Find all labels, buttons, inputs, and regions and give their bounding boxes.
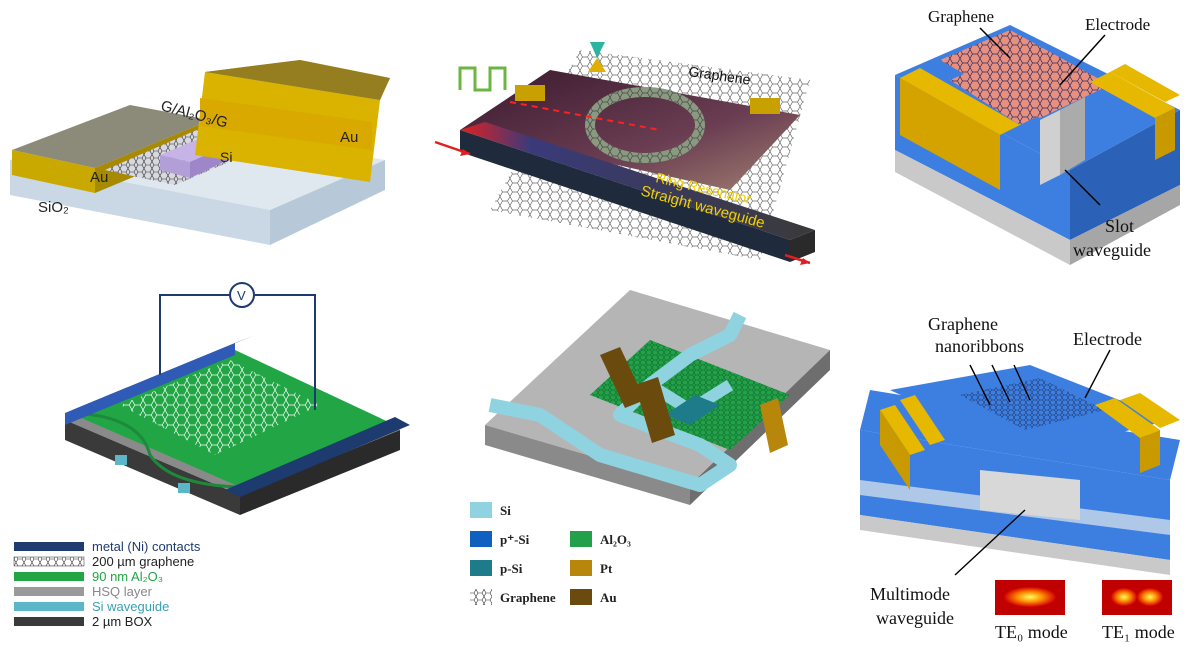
legend-e-graphene: Graphene (500, 590, 556, 605)
legend-d-item-3: 90 nm Al₂O₃ (92, 569, 163, 584)
si-waveguide-2 (178, 483, 190, 493)
panel-e-device-diagram: Si p⁺-Si p-Si Graphene Al₂O₃ Pt Au (470, 290, 830, 605)
right-electrode-pad (750, 98, 780, 114)
graphene-nanoribbons (960, 378, 1105, 430)
legend-d-item-2: 200 µm graphene (92, 554, 194, 569)
panel-c-device-diagram: Graphene Electrode Slot waveguide (895, 7, 1180, 265)
label-electrode: Electrode (1073, 329, 1142, 349)
voltmeter-label: V (237, 288, 246, 303)
legend-d-item-1: metal (Ni) contacts (92, 539, 201, 554)
legend-d-item-5: Si waveguide (92, 599, 169, 614)
left-electrode (900, 68, 1020, 135)
si-waveguide-1 (115, 455, 127, 465)
graphene-sheet (120, 360, 320, 455)
legend-e-p-si: p-Si (500, 561, 523, 576)
left-au-electrode (12, 105, 210, 168)
label-si: Si (220, 149, 232, 165)
multimode-waveguide (980, 470, 1080, 520)
electrode-1 (880, 405, 925, 455)
label-slot-waveguide: waveguide (1073, 240, 1151, 260)
electrode-3 (1095, 398, 1160, 438)
panel-a-device-diagram: G/Al₂O₃/G Au Au Si SiO₂ (10, 60, 390, 245)
legend-e-pt: Pt (600, 561, 613, 576)
right-ni-contact (225, 417, 410, 497)
legend-e-al2o3: Al₂O₃ (600, 532, 631, 547)
label-graphene: Graphene (928, 7, 994, 26)
legend-e-au: Au (600, 590, 617, 605)
label-slot: Slot (1105, 216, 1134, 236)
label-nanoribbons: nanoribbons (935, 336, 1024, 356)
right-electrode (1090, 72, 1175, 118)
pt-electrode (760, 398, 788, 453)
label-te1: TE₁ mode (1102, 622, 1175, 642)
electrode-4 (1120, 393, 1180, 428)
p-si-region (665, 395, 720, 425)
legend-e-si: Si (500, 503, 511, 518)
panel-d-device-diagram: V metal (Ni) contacts 200 µm graphene 90… (13, 282, 410, 629)
label-electrode: Electrode (1085, 15, 1150, 34)
graphene-arrow (979, 27, 1011, 59)
straight-waveguide (460, 122, 815, 240)
label-substrate: SiO₂ (38, 199, 69, 216)
label-graphene: Graphene (928, 314, 998, 334)
legend-e: Si p⁺-Si p-Si Graphene Al₂O₃ Pt Au (470, 502, 631, 605)
left-electrode-pad (515, 85, 545, 101)
label-multimode-waveguide: waveguide (876, 608, 954, 628)
legend-d-item-4: HSQ layer (92, 584, 153, 599)
legend-d: metal (Ni) contacts 200 µm graphene 90 n… (13, 539, 201, 629)
electrode-arrow (1059, 34, 1106, 86)
panel-b-device-diagram: Graphene Ring Resonator Straight wavegui… (434, 42, 815, 265)
panel-f-device-diagram: Graphene nanoribbons Electrode Multimode… (860, 314, 1180, 642)
au-electrode-2 (635, 377, 675, 443)
au-electrode-1 (600, 347, 645, 408)
label-multimode: Multimode (870, 584, 950, 604)
label-te0: TE₀ mode (995, 622, 1068, 642)
detector-icon (590, 42, 605, 58)
label-left-au: Au (90, 169, 108, 186)
label-right-au: Au (340, 129, 358, 146)
legend-d-item-6: 2 µm BOX (92, 614, 153, 629)
voltmeter-icon (229, 282, 255, 308)
legend-e-p-plus-si: p⁺-Si (500, 532, 530, 547)
square-wave-signal-icon (458, 66, 507, 92)
si-waveguide-mzi (488, 311, 747, 492)
slot-arrow (1064, 169, 1101, 206)
electrode-2 (900, 395, 945, 445)
